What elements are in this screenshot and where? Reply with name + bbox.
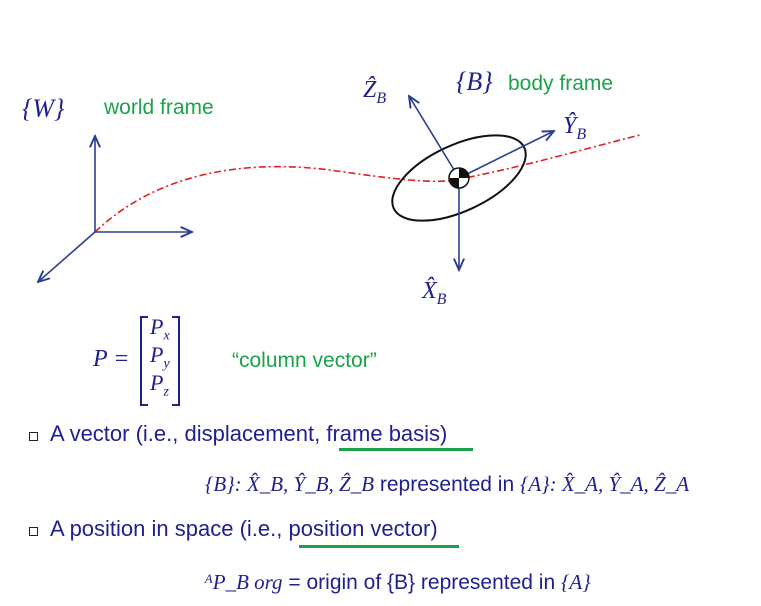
bullet-text-1: A vector (i.e., displacement, frame basi… — [50, 421, 448, 446]
axis-label-zb: ẐB — [363, 77, 386, 107]
column-vector-note: “column vector” — [232, 349, 377, 372]
frames-diagram: ẐB ŶB X̂B — [0, 77, 641, 308]
bullet-math-2: ᴬP_B org = origin of {B} represented in … — [204, 570, 591, 594]
right-bracket — [172, 316, 180, 406]
underline-position-vector — [299, 545, 459, 548]
vector-component-y: Py — [150, 342, 170, 372]
bullet-math-1: {B}: X̂_B, Ŷ_B, Ẑ_B represented in {A}: … — [205, 472, 690, 496]
underlined-position-vector: position vector) — [288, 516, 438, 541]
world-frame-text: world frame — [104, 96, 214, 119]
vector-lhs: P = — [93, 346, 130, 372]
vector-component-z: Pz — [150, 370, 169, 400]
body-ellipse — [391, 134, 527, 222]
world-frame-axes — [38, 136, 192, 282]
body-frame-text: body frame — [508, 72, 614, 95]
body-frame-axes — [409, 96, 554, 270]
bullet-text-2: A position in space (i.e., position vect… — [50, 516, 438, 541]
center-of-mass-icon — [448, 167, 470, 189]
body-axis-y — [458, 131, 554, 179]
world-axis-down-left — [38, 231, 96, 282]
body-frame-symbol: {B} — [456, 67, 493, 96]
bullet-marker-1 — [29, 432, 38, 441]
trajectory-curve — [94, 134, 641, 233]
axis-label-xb: X̂B — [421, 277, 447, 308]
axis-label-yb: ŶB — [563, 113, 586, 143]
underlined-frame-basis: frame basis) — [326, 421, 448, 446]
vector-component-x: Px — [150, 314, 170, 344]
bullet-marker-2 — [29, 527, 38, 536]
body-axis-z — [409, 96, 460, 179]
left-bracket — [140, 316, 148, 406]
world-frame-symbol: {W} — [22, 94, 65, 123]
underline-frame-basis — [339, 448, 473, 451]
